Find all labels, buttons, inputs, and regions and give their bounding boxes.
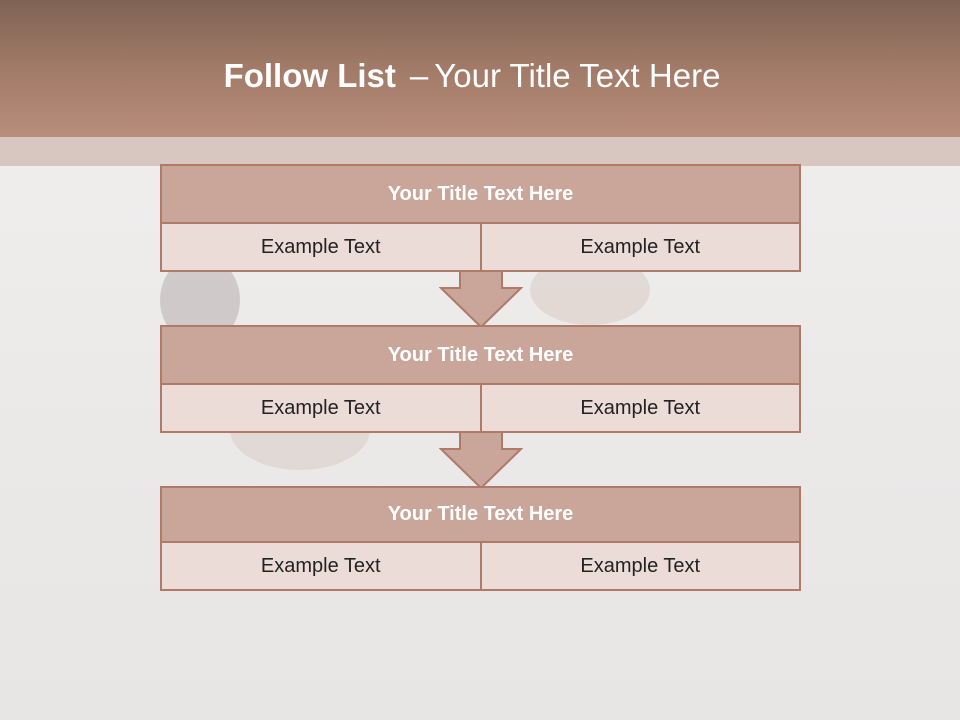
flow-block-title: Your Title Text Here xyxy=(162,327,799,385)
flow-block-1: Your Title Text Here Example Text Exampl… xyxy=(160,164,801,272)
down-arrow-icon xyxy=(439,270,523,328)
flow-cell-right: Example Text xyxy=(479,543,800,589)
header-band xyxy=(0,0,960,137)
down-arrow-icon xyxy=(439,431,523,489)
flow-block-row: Example Text Example Text xyxy=(162,543,799,589)
flow-cell-right: Example Text xyxy=(479,385,800,431)
page-title-bold: Follow List xyxy=(223,57,396,94)
flow-block-2: Your Title Text Here Example Text Exampl… xyxy=(160,325,801,433)
flow-block-3: Your Title Text Here Example Text Exampl… xyxy=(160,486,801,591)
flow-cell-left: Example Text xyxy=(260,235,381,258)
flow-cell-left: Example Text xyxy=(260,554,381,577)
flow-block-title: Your Title Text Here xyxy=(162,166,799,224)
flow-cell-right: Example Text xyxy=(479,224,800,270)
page-title: Follow List–Your Title Text Here xyxy=(0,55,944,97)
flow-block-row: Example Text Example Text xyxy=(162,385,799,431)
flow-cell-left: Example Text xyxy=(260,396,381,419)
flow-block-row: Example Text Example Text xyxy=(162,224,799,270)
page-title-dash: – xyxy=(409,57,429,94)
header-stripe xyxy=(0,137,960,166)
flow-block-title: Your Title Text Here xyxy=(162,488,799,543)
page-title-rest: Your Title Text Here xyxy=(434,57,721,94)
